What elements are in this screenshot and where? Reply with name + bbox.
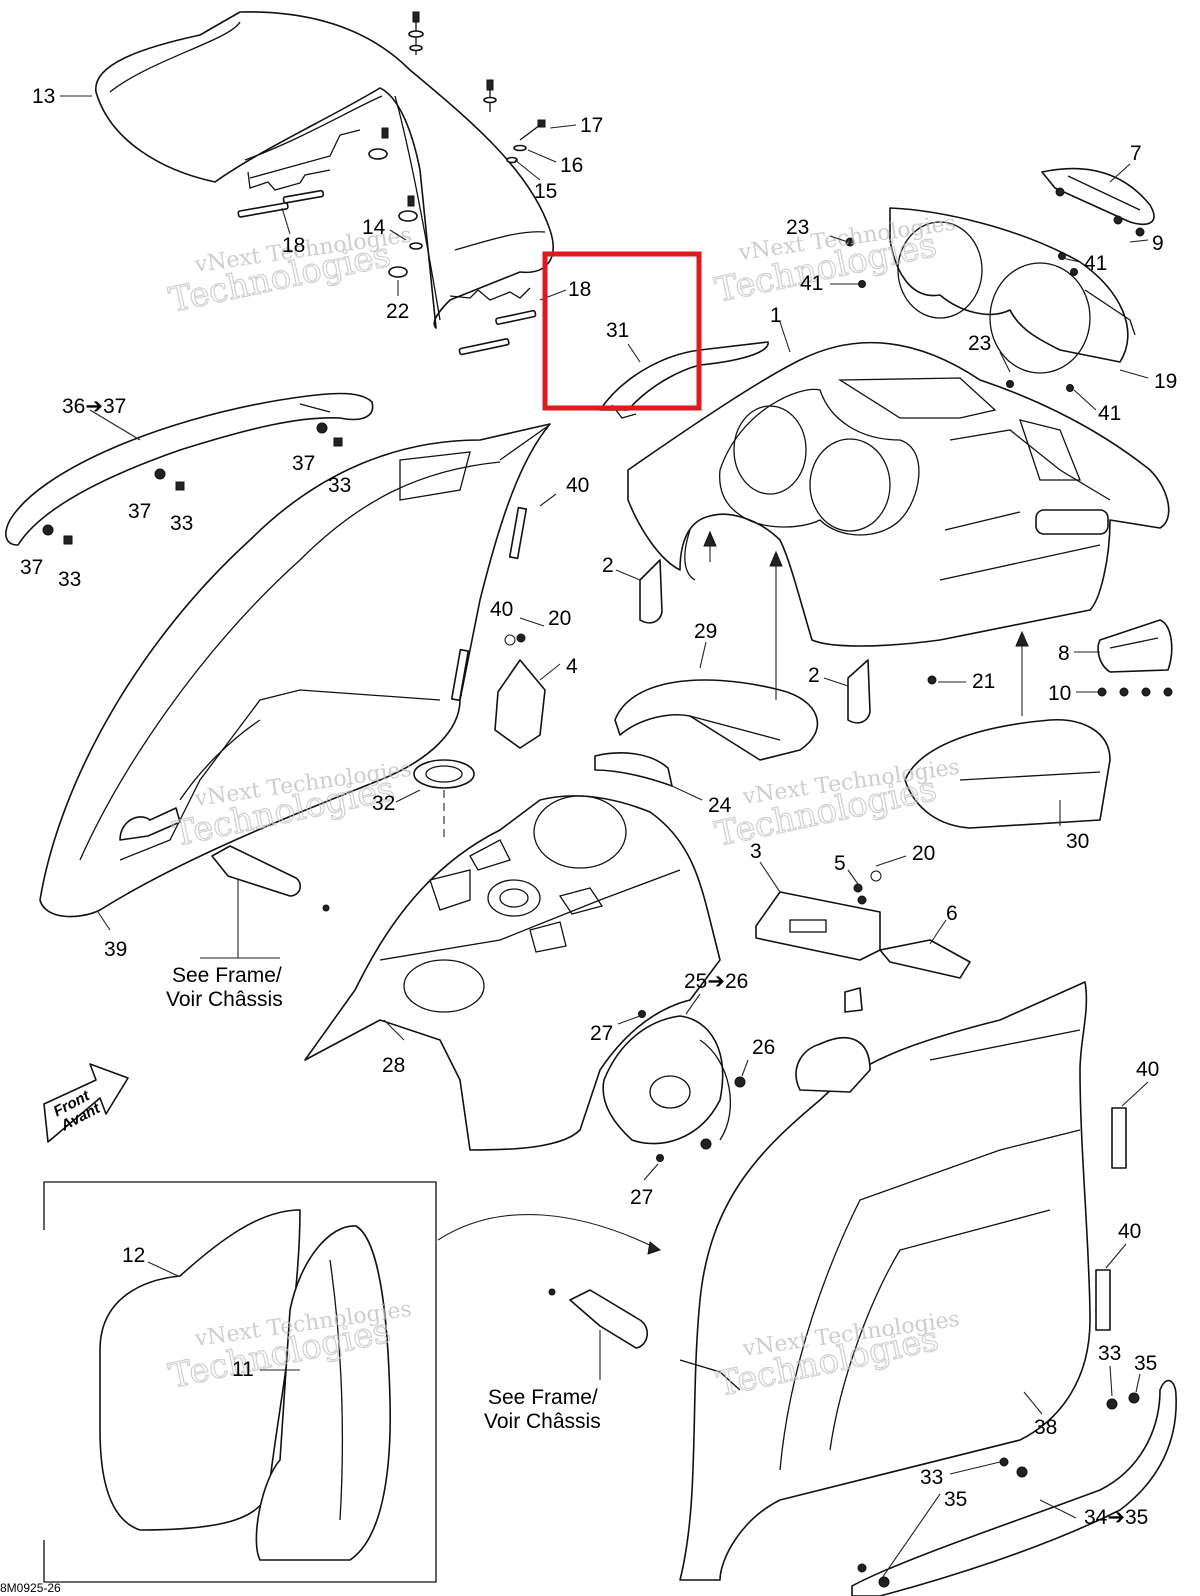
callout-28: 28 <box>382 1054 405 1077</box>
callout-34-35: 34➔35 <box>1084 1506 1148 1529</box>
callout-16: 16 <box>560 154 583 177</box>
see-frame-line1: See Frame/ <box>488 1386 598 1409</box>
callout-25-26: 25➔26 <box>684 970 748 993</box>
console-part-1 <box>627 341 1170 647</box>
trim-part-24 <box>594 752 673 787</box>
callout-39: 39 <box>104 938 127 961</box>
clip-parts-2 <box>639 559 871 724</box>
bracket-part-7 <box>1041 167 1155 237</box>
callout-6: 6 <box>946 902 958 925</box>
see-frame-line2: Voir Châssis <box>484 1410 601 1433</box>
callout-33c: 33 <box>58 568 81 591</box>
callout-26: 26 <box>752 1036 775 1059</box>
callout-41a: 41 <box>1084 252 1107 275</box>
front-direction-arrow: Front Avant <box>43 1063 129 1143</box>
callout-10: 10 <box>1048 682 1071 705</box>
callout-23a: 23 <box>786 216 809 239</box>
callout-11: 11 <box>232 1358 254 1381</box>
callout-labels: 13 17 16 15 18 14 22 18 31 7 9 23 41 41 … <box>20 85 1177 1529</box>
see-frame-line1: See Frame/ <box>172 964 282 987</box>
callout-33d: 33 <box>1098 1342 1121 1365</box>
cover-part-30 <box>904 719 1111 829</box>
inset-box <box>43 1181 437 1583</box>
callout-23b: 23 <box>968 332 991 355</box>
callout-7: 7 <box>1130 142 1142 165</box>
callout-17: 17 <box>580 114 603 137</box>
callout-1: 1 <box>770 304 782 327</box>
panel-part-11 <box>255 1225 392 1561</box>
bracket-part-4 <box>494 633 546 749</box>
callout-12: 12 <box>122 1244 145 1267</box>
frame-pin-upper <box>211 845 330 912</box>
clip-21 <box>927 675 937 685</box>
document-code: 8M0925-26 <box>0 1581 61 1595</box>
hook-strips-40 <box>450 506 1127 1331</box>
callout-36-37: 36➔37 <box>62 395 126 418</box>
callout-37a: 37 <box>292 452 315 475</box>
callout-5: 5 <box>834 852 846 875</box>
callout-19: 19 <box>1154 370 1177 393</box>
callout-41c: 41 <box>1098 402 1121 425</box>
seat-base-part-28 <box>304 795 721 1151</box>
callout-35a: 35 <box>1134 1352 1157 1375</box>
callout-40c: 40 <box>1136 1058 1159 1081</box>
side-panel-part-38 <box>679 981 1091 1581</box>
see-frame-note-right: See Frame/ Voir Châssis <box>484 1386 601 1433</box>
callout-38: 38 <box>1034 1416 1057 1439</box>
callout-40a: 40 <box>566 474 589 497</box>
bezel-screws <box>845 237 1078 392</box>
bracket-part-6 <box>879 939 971 979</box>
callout-18a: 18 <box>282 234 305 257</box>
handrail-part-36 <box>5 392 374 546</box>
callout-2a: 2 <box>602 554 614 577</box>
callout-31: 31 <box>606 319 629 342</box>
callout-18b: 18 <box>568 278 591 301</box>
frame-pin-lower <box>548 1288 648 1349</box>
windshield-part-13 <box>95 11 554 329</box>
callout-3: 3 <box>750 840 762 863</box>
callout-30: 30 <box>1066 830 1089 853</box>
callout-33a: 33 <box>328 474 351 497</box>
callout-27a: 27 <box>590 1022 613 1045</box>
callout-40d: 40 <box>1118 1220 1141 1243</box>
see-frame-line2: Voir Châssis <box>166 988 283 1011</box>
callout-20b: 20 <box>912 842 935 865</box>
screws-10 <box>1097 687 1173 697</box>
bracket-part-3 <box>755 870 882 961</box>
callout-22: 22 <box>386 300 409 323</box>
panel-part-29 <box>614 679 819 761</box>
callout-20a: 20 <box>548 607 571 630</box>
callout-27b: 27 <box>630 1186 653 1209</box>
callout-21: 21 <box>972 670 995 693</box>
callout-4: 4 <box>566 655 578 678</box>
callout-41b: 41 <box>800 272 823 295</box>
callout-2b: 2 <box>808 664 820 687</box>
grommet-part-32 <box>413 759 475 789</box>
callout-15: 15 <box>534 180 557 203</box>
assembly-arrows <box>443 530 1029 840</box>
inset-arrow <box>437 1213 661 1251</box>
callout-24: 24 <box>708 794 732 817</box>
side-panel-part-39 <box>39 423 551 918</box>
lid-part-8 <box>1097 619 1173 673</box>
callout-9: 9 <box>1152 232 1164 255</box>
gauge-bezel-part-19 <box>889 207 1136 374</box>
callout-35b: 35 <box>944 1488 967 1511</box>
callout-29: 29 <box>694 620 717 643</box>
callout-40b: 40 <box>490 598 513 621</box>
see-frame-note-left: See Frame/ Voir Châssis <box>166 964 283 1011</box>
callout-37c: 37 <box>20 556 43 579</box>
callout-33e: 33 <box>920 1466 943 1489</box>
light-assembly-part-25 <box>602 1010 746 1162</box>
windshield-hardware <box>237 11 546 356</box>
callout-8: 8 <box>1058 642 1070 665</box>
callout-33b: 33 <box>170 512 193 535</box>
callout-37b: 37 <box>128 500 151 523</box>
callout-14: 14 <box>362 216 386 239</box>
highlight-box <box>542 251 702 411</box>
callout-32: 32 <box>372 792 395 815</box>
callout-13: 13 <box>32 85 55 108</box>
